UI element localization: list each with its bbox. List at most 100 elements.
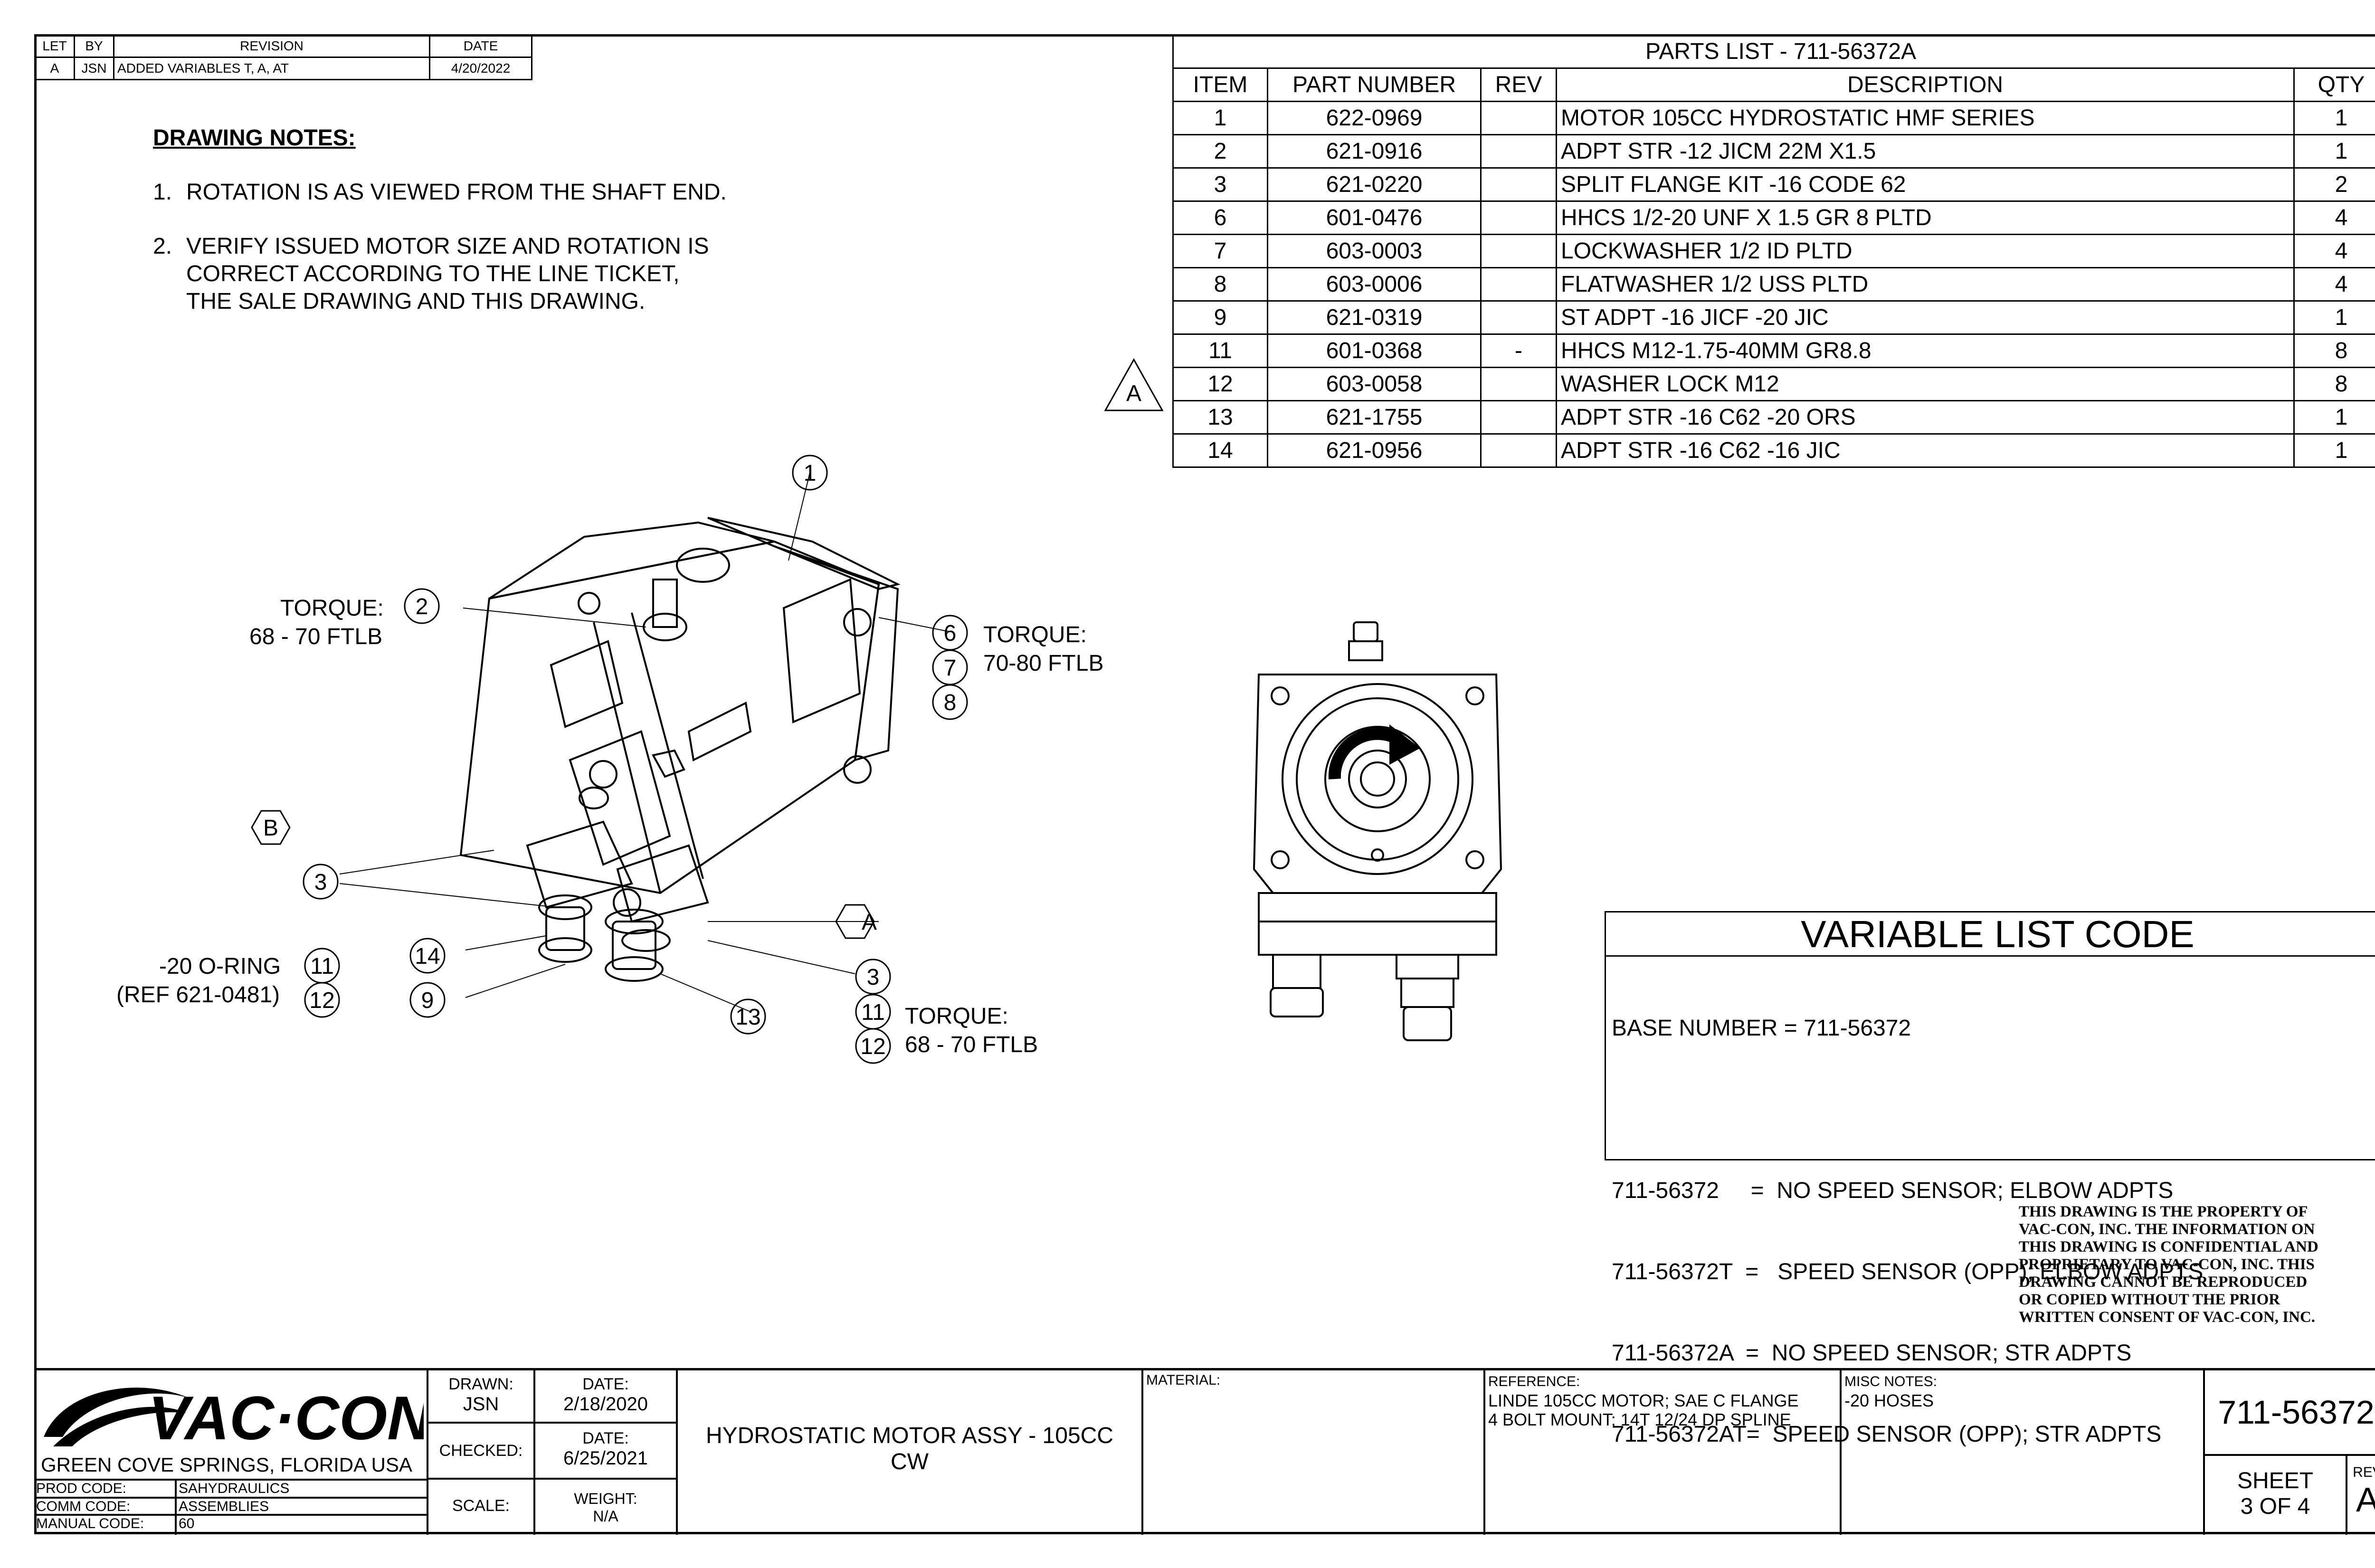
reference-label: REFERENCE:: [1488, 1374, 1580, 1389]
parts-rev: -: [1480, 333, 1557, 368]
parts-header-description: DESCRIPTION: [1556, 67, 2295, 102]
parts-item: 1: [1172, 101, 1268, 135]
parts-item: 11: [1172, 333, 1268, 368]
parts-rev: [1480, 300, 1557, 335]
variable-list-line-2: 711-56372T = SPEED SENSOR (OPP); ELBOW A…: [1612, 1259, 2204, 1284]
parts-item: 6: [1172, 200, 1268, 235]
rev-header-revision: REVISION: [113, 34, 430, 58]
note-2-line-1: VERIFY ISSUED MOTOR SIZE AND ROTATION IS: [186, 234, 709, 259]
reference-line-2: 4 BOLT MOUNT; 14T 12/24 DP SPLINE: [1488, 1410, 1791, 1429]
motor-iso-view: [339, 472, 950, 1012]
parts-description: ADPT STR -16 C62 -16 JIC: [1556, 433, 2295, 468]
proprietary-line: THIS DRAWING IS THE PROPERTY OF: [2019, 1203, 2308, 1220]
rotation-arrow-head-icon: [1389, 724, 1420, 765]
parts-item: 7: [1172, 234, 1268, 268]
parts-header-item: ITEM: [1172, 67, 1268, 102]
drawing-title-cell: HYDROSTATIC MOTOR ASSY - 105CC CW: [678, 1370, 1143, 1535]
balloon-12-left: 12: [309, 988, 334, 1013]
parts-part-number: 601-0476: [1267, 200, 1482, 235]
prod-code-label: PROD CODE:: [34, 1481, 177, 1499]
drawing-title-line-2: CW: [891, 1449, 929, 1474]
torque-value-6: 70-80 FTLB: [983, 651, 1103, 676]
parts-rev: [1480, 101, 1557, 135]
proprietary-line: DRAWING CANNOT BE REPRODUCED: [2019, 1273, 2308, 1291]
rev-header-by: BY: [74, 34, 114, 58]
parts-qty: 8: [2293, 333, 2375, 368]
material-cell: MATERIAL:: [1143, 1370, 1485, 1535]
proprietary-line: PROPRIETARY TO VAC-CON, INC. THIS: [2019, 1256, 2315, 1273]
note-1-text: ROTATION IS AS VIEWED FROM THE SHAFT END…: [186, 180, 727, 205]
parts-part-number: 621-0956: [1267, 433, 1482, 468]
drawing-notes: DRAWING NOTES: 1. ROTATION IS AS VIEWED …: [153, 124, 818, 315]
drawn-date-cell: DATE: 2/18/2020: [535, 1370, 678, 1424]
scale-cell: SCALE:: [428, 1480, 535, 1535]
rev-flag-triangle: A: [1104, 358, 1164, 411]
parts-rev: [1480, 267, 1557, 302]
note-2: 2. VERIFY ISSUED MOTOR SIZE AND ROTATION…: [153, 233, 818, 315]
checked-label: CHECKED:: [439, 1442, 523, 1460]
torque-value-11: 68 - 70 FTLB: [905, 1032, 1038, 1057]
rev-let: A: [34, 57, 75, 80]
drawn-value: JSN: [463, 1394, 499, 1415]
note-2-number: 2.: [153, 234, 172, 259]
parts-qty: 1: [2293, 433, 2375, 468]
balloon-2: 2: [416, 594, 428, 619]
comm-code-label: COMM CODE:: [34, 1499, 177, 1516]
parts-qty: 1: [2293, 400, 2375, 435]
material-label: MATERIAL:: [1146, 1372, 1221, 1388]
proprietary-line: VAC-CON, INC. THE INFORMATION ON: [2019, 1221, 2315, 1238]
balloon-12-right: 12: [860, 1034, 885, 1059]
parts-part-number: 621-0319: [1267, 300, 1482, 335]
parts-qty: 4: [2293, 234, 2375, 268]
checked-date-value: 6/25/2021: [563, 1448, 648, 1469]
rev-flag-label: A: [1126, 381, 1141, 406]
note-2-line-2: CORRECT ACCORDING TO THE LINE TICKET,: [186, 261, 680, 286]
parts-qty: 1: [2293, 300, 2375, 335]
parts-list-title: PARTS LIST - 711-56372A: [1172, 34, 2375, 69]
parts-qty: 1: [2293, 101, 2375, 135]
rev-description: ADDED VARIABLES T, A, AT: [113, 57, 430, 80]
drawing-title-line-1: HYDROSTATIC MOTOR ASSY - 105CC: [706, 1423, 1113, 1448]
parts-description: HHCS M12-1.75-40MM GR8.8: [1556, 333, 2295, 368]
balloon-9: 9: [421, 988, 434, 1013]
drawn-date-value: 2/18/2020: [563, 1394, 648, 1415]
balloon-3-right: 3: [867, 965, 880, 990]
balloon-7: 7: [944, 656, 957, 681]
parts-item: 12: [1172, 367, 1268, 401]
rev-header-let: LET: [34, 34, 75, 58]
variable-list-line-3: 711-56372A = NO SPEED SENSOR; STR ADPTS: [1612, 1340, 2132, 1366]
misc-notes-label: MISC NOTES:: [1844, 1374, 1938, 1389]
rev-label: REV: [2353, 1464, 2375, 1480]
proprietary-line: WRITTEN CONSENT OF VAC-CON, INC.: [2019, 1309, 2316, 1326]
balloon-6: 6: [944, 621, 957, 646]
drawing-number: 711-56372: [2218, 1394, 2375, 1431]
logo-cell: VAC·CON GREEN COVE SPRINGS, FLORIDA USA: [34, 1370, 428, 1481]
parts-part-number: 603-0003: [1267, 234, 1482, 268]
leader-lines: [339, 472, 950, 1012]
comm-code-value: ASSEMBLIES: [177, 1499, 428, 1516]
variable-list-base: BASE NUMBER = 711-56372: [1612, 1016, 1911, 1041]
parts-part-number: 621-0916: [1267, 134, 1482, 169]
parts-qty: 4: [2293, 200, 2375, 235]
proprietary-notice: THIS DRAWING IS THE PROPERTY OF VAC-CON,…: [2019, 1203, 2375, 1326]
parts-description: ADPT STR -12 JICM 22M X1.5: [1556, 134, 2295, 169]
balloon-1: 1: [804, 461, 817, 486]
note-1: 1. ROTATION IS AS VIEWED FROM THE SHAFT …: [153, 179, 818, 206]
sheet-label: SHEET: [2237, 1468, 2314, 1493]
parts-part-number: 603-0058: [1267, 367, 1482, 401]
parts-description: WASHER LOCK M12: [1556, 367, 2295, 401]
revision-block: LET BY REVISION DATE A JSN ADDED VARIABL…: [34, 34, 532, 80]
balloon-13: 13: [735, 1005, 760, 1030]
drawing-notes-title: DRAWING NOTES:: [153, 125, 356, 151]
rotation-arrow-arc: [1328, 727, 1405, 779]
parts-description: ADPT STR -16 C62 -20 ORS: [1556, 400, 2295, 435]
drawn-cell: DRAWN: JSN: [428, 1370, 535, 1424]
vac-con-logo: VAC·CON: [44, 1383, 424, 1451]
rev-row: A JSN ADDED VARIABLES T, A, AT 4/20/2022: [34, 57, 532, 80]
